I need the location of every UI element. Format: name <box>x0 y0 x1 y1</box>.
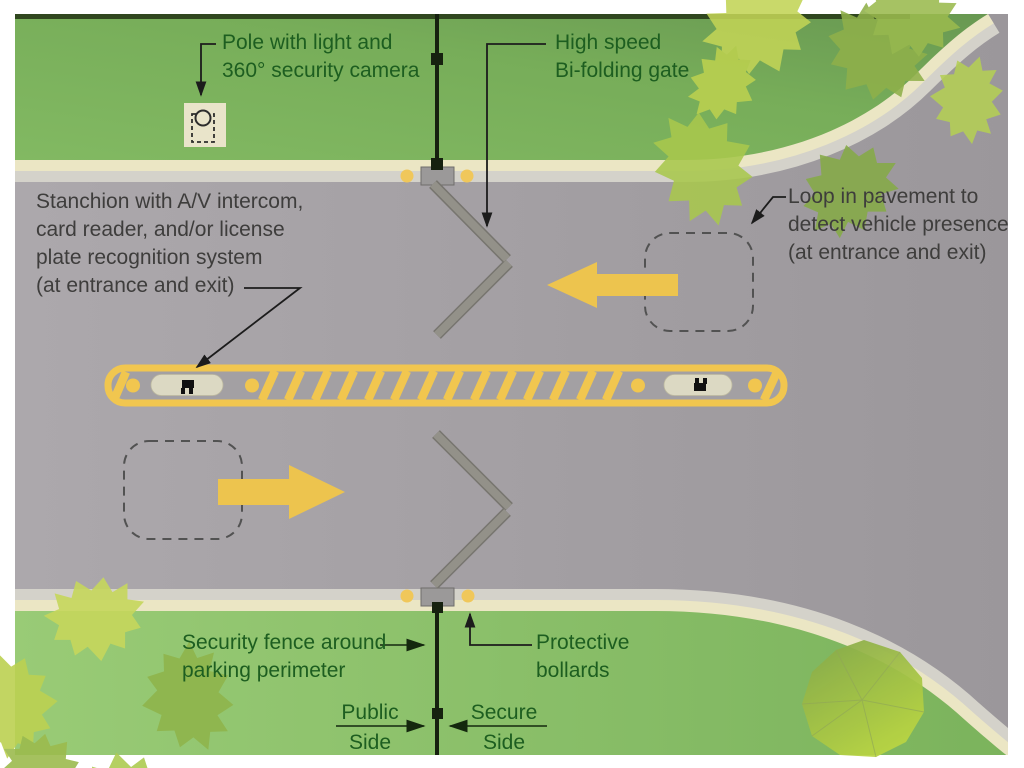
public-side-label: Public Side <box>341 701 399 754</box>
fence-posts <box>431 53 443 719</box>
pole-with-camera <box>184 103 226 147</box>
bollards-label: Protective bollards <box>536 631 630 682</box>
fence-label: Security fence around parking perimeter <box>182 631 387 682</box>
direction-arrow-left <box>547 262 678 308</box>
tree-canopy <box>801 640 925 758</box>
loop-label: Loop in pavement to detect vehicle prese… <box>788 185 1009 264</box>
pole-label: Pole with light and 360° security camera <box>222 31 420 82</box>
secure-side-label: Secure Side <box>470 701 538 754</box>
bollard-dots <box>126 378 762 393</box>
stanchion-icon-left <box>181 380 194 394</box>
leader-bollards <box>464 612 532 646</box>
leader-pole <box>195 43 216 97</box>
top-gate <box>400 166 513 339</box>
gate-label: High speed Bi-folding gate <box>555 31 690 82</box>
top-border-line <box>15 14 910 19</box>
leader-stanchion <box>195 287 303 369</box>
stanchion-label: Stanchion with A/V intercom, card reader… <box>36 190 304 297</box>
leader-loop <box>750 196 786 225</box>
stanchion-icon-right <box>694 378 707 391</box>
dimension-lines <box>336 638 547 733</box>
bottom-grass <box>15 611 1008 755</box>
leader-lines <box>195 43 786 646</box>
median-island <box>104 364 788 407</box>
bottom-gate <box>400 430 513 607</box>
leader-gate <box>481 43 546 228</box>
direction-arrow-right <box>218 465 345 519</box>
